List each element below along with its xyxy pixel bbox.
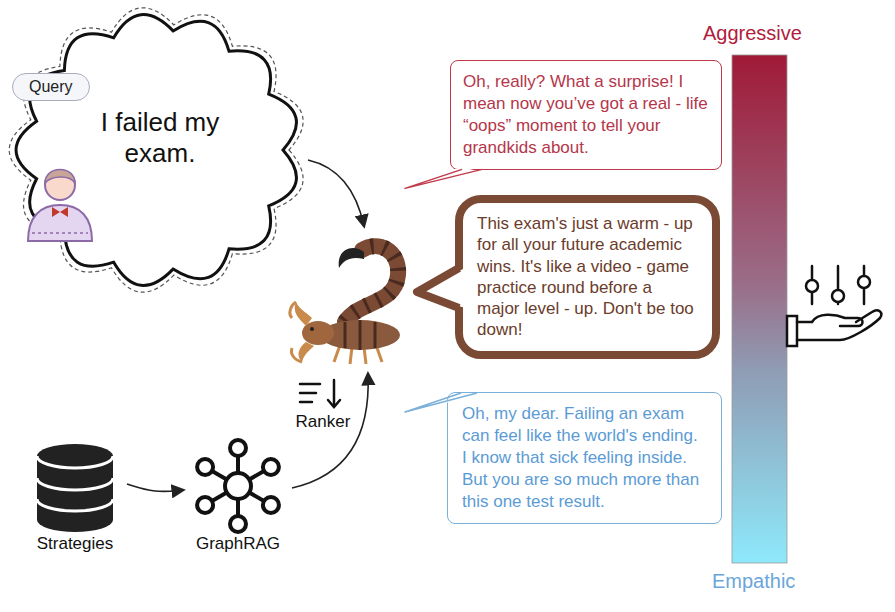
node-text: Ranker (290, 412, 356, 432)
ranker-line (300, 383, 320, 386)
tail-outline (405, 169, 482, 188)
node-text: Query (29, 78, 73, 96)
graph-node (263, 497, 279, 513)
bubble-tail (455, 195, 456, 196)
hand-sliders-icon-part (832, 290, 844, 302)
hand-sliders-icon-part (797, 315, 863, 326)
scorpion-illustration-part (291, 348, 302, 362)
strategy-store: Strategies (25, 436, 125, 554)
scorpion-illustration-part (310, 327, 314, 331)
ranker-line (300, 401, 312, 404)
node-text: Oh, my dear. Failing an exam can feel li… (462, 403, 707, 513)
person-body (28, 205, 92, 241)
scale-bar-part (732, 55, 787, 563)
graph-icon (197, 440, 279, 532)
ranker-line (300, 392, 316, 395)
tail-outline (417, 268, 459, 308)
scorpion-illustration-part (344, 322, 347, 348)
bubble-tail (447, 392, 448, 393)
hand-sliders-icon-part (787, 316, 797, 346)
node-icon (183, 436, 293, 534)
graphrag-module: GraphRAG (183, 436, 293, 554)
node-text: This exam's just a warm - up for all you… (477, 213, 698, 341)
graph-node (230, 516, 246, 532)
database-band (37, 499, 113, 511)
flow-arrow (127, 484, 183, 491)
database-band (37, 456, 113, 468)
graph-center (225, 473, 251, 499)
hand-sliders-icon-part (797, 310, 881, 340)
bubble-tail (450, 60, 451, 61)
person-head (45, 170, 75, 200)
node-icon (290, 376, 356, 412)
ranker-arrow (333, 380, 336, 406)
scorpion-illustration-part (339, 248, 364, 268)
thought-cloud: Query I failed my exam. (10, 5, 305, 295)
graph-node (230, 440, 246, 456)
cloud-dashed-outline (9, 8, 303, 292)
node-text: GraphRAG (183, 534, 293, 554)
tail-fill (417, 268, 465, 308)
scorpion-illustration-part (299, 342, 314, 362)
scale-bar (732, 55, 787, 563)
database-icon (37, 444, 113, 532)
node-text: Strategies (25, 534, 125, 554)
ranker-arrowhead (328, 400, 340, 407)
hand-sliders-icon-part (806, 280, 818, 292)
query-arrow (308, 160, 364, 226)
person-bowtie (52, 207, 68, 217)
graph-node (263, 459, 279, 475)
person-hair (45, 170, 75, 184)
hand-sliders-icon (787, 266, 881, 346)
node-text: I failed my exam. (85, 107, 235, 168)
speech-bubble: This exam's just a warm - up for all you… (455, 195, 720, 359)
scorpion-illustration-part (359, 320, 362, 350)
graph-node (197, 497, 213, 513)
node-icon (25, 436, 125, 534)
person-icon (28, 170, 92, 242)
ranker-icon (300, 380, 340, 407)
speech-bubble: Oh, really? What a surprise! I mean now … (450, 60, 722, 170)
database-band (37, 478, 113, 490)
speech-bubble: Oh, my dear. Failing an exam can feel li… (447, 392, 722, 524)
scorpion-illustration (290, 246, 400, 364)
query-arrow-part (308, 160, 364, 226)
query-pill: Query (12, 73, 90, 101)
scale-label: Empathic (712, 570, 795, 593)
scorpion-illustration-part (290, 302, 296, 318)
tail-fill (405, 166, 482, 188)
node-text: Oh, really? What a surprise! I mean now … (463, 71, 709, 159)
cloud-shape (16, 15, 296, 286)
hand-sliders-icon-part (858, 276, 870, 288)
person-stripe (32, 232, 88, 234)
scorpion-illustration-part (374, 322, 377, 348)
scale-label: Aggressive (703, 22, 802, 45)
graph-node (197, 459, 213, 475)
scorpion-illustration-part (295, 302, 312, 326)
ranker-module: Ranker (290, 376, 356, 432)
